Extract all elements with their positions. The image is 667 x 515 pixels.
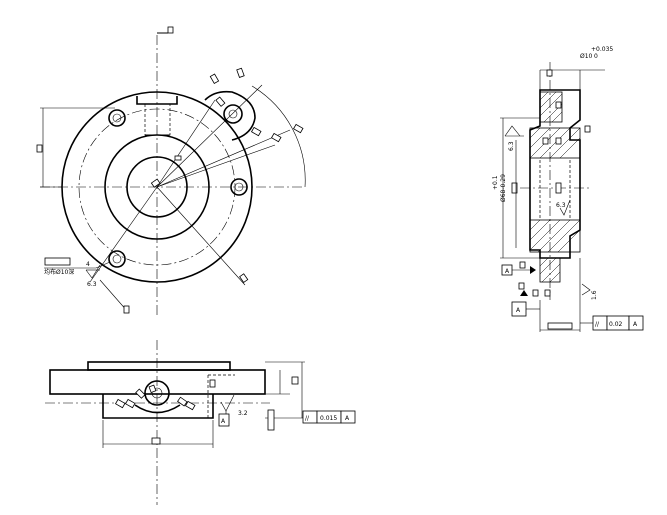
datum-a-bottom: A	[218, 413, 230, 427]
svg-text:A: A	[505, 268, 510, 275]
hole-note-text: 均布Ø10深	[44, 268, 74, 276]
section-view: +0.035 Ø10 0	[492, 46, 644, 332]
svg-text:A: A	[221, 418, 226, 425]
parallel-symbol-bottom: //	[305, 415, 310, 422]
roughness-section-right-value: 1.6	[591, 290, 598, 300]
section-body-outline	[529, 89, 581, 259]
parallel-datum-bottom: A	[345, 415, 350, 422]
top-hidden-slot	[144, 104, 171, 136]
parallel-value-bottom: 0.015	[320, 415, 337, 422]
parallelism-frame-section: // 0.02 A	[580, 315, 644, 331]
main-plate	[49, 369, 266, 395]
boss-arc	[134, 404, 181, 414]
bore-circle	[126, 156, 188, 218]
parallelism-frame-bottom: // 0.015 A	[302, 410, 356, 424]
parallel-symbol: //	[595, 321, 600, 328]
bottom-view-width-label	[151, 437, 161, 445]
bolt-hole-bottom-left	[108, 250, 126, 268]
roughness-section-left-value: 6.3	[508, 141, 515, 151]
radial-line-4	[156, 129, 291, 188]
lug-outline	[204, 90, 256, 141]
lower-body	[102, 394, 214, 419]
radial-line-2	[156, 84, 263, 188]
roughness-symbol-section-left: 6.3	[504, 125, 524, 151]
angle-arc	[251, 85, 306, 188]
roughness-symbol-section-inner: 6.3	[556, 199, 571, 216]
bottom-leader-label	[123, 305, 130, 314]
hole-count-box	[44, 257, 71, 266]
angle-label-1	[209, 73, 220, 85]
front-view-label-box	[167, 26, 174, 34]
radial-line-3	[156, 144, 276, 188]
hole-count: 4	[86, 261, 90, 268]
roughness-front-value: 6.3	[87, 281, 97, 288]
hole-note: 4 均布Ø10深	[44, 257, 111, 276]
left-dimension-label	[36, 144, 43, 153]
bolt-hole-right	[230, 178, 248, 196]
diameter-top-label: Ø10	[580, 53, 593, 60]
roughness-bottom-value: 3.2	[238, 410, 248, 417]
angle-label-6	[215, 96, 226, 107]
top-notch	[136, 96, 178, 105]
roughness-section-inner-value: 6.3	[556, 202, 566, 209]
radial-line-5	[156, 186, 246, 286]
top-flange	[87, 361, 231, 371]
outer-dim-tolerance: +0.1	[492, 175, 499, 190]
section-hatching	[529, 91, 581, 283]
bottom-view: 3.2 A // 0.015 A	[45, 340, 356, 505]
central-boss	[144, 380, 170, 406]
bolt-hole-top-left	[108, 109, 126, 127]
front-view: 4 均布Ø10深 6.3	[36, 26, 306, 315]
datum-a-lower: A	[511, 290, 540, 317]
roughness-symbol-section-right: 1.6	[579, 258, 598, 300]
angle-label-4	[270, 132, 282, 143]
angle-label-3	[250, 126, 262, 137]
angle-label-5	[292, 123, 304, 134]
svg-text:A: A	[516, 307, 521, 314]
tolerance-top-upper: +0.035	[591, 46, 613, 53]
parallel-value: 0.02	[609, 321, 623, 328]
parallel-datum: A	[633, 321, 638, 328]
outer-dim-value: Ø68-0.29	[500, 174, 507, 202]
overall-height-label	[291, 376, 299, 385]
tolerance-top-lower: 0	[594, 53, 598, 60]
lug-hole	[223, 104, 243, 124]
datum-a-upper: A	[501, 264, 536, 276]
radial-line-6	[89, 186, 158, 283]
side-dim-label	[267, 409, 275, 431]
angle-label-2	[236, 67, 245, 78]
bottom-width-label	[547, 322, 573, 330]
radial-line-1	[156, 99, 216, 188]
roughness-symbol-front: 6.3	[85, 264, 129, 313]
